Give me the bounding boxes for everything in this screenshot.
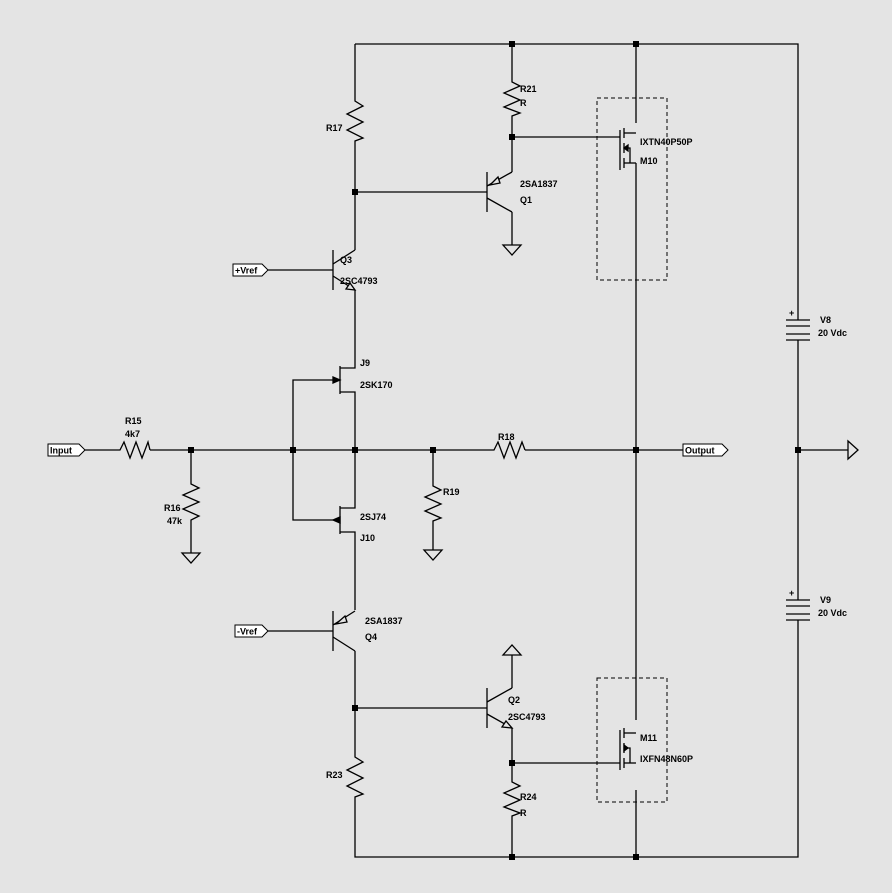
jfet-symbols — [331, 360, 356, 540]
m10-model: IXTN40P50P — [640, 137, 693, 147]
r17-name: R17 — [326, 123, 343, 133]
neg-vref-port-flag[interactable] — [234, 624, 269, 638]
input-port-flag[interactable] — [47, 443, 86, 457]
v8-value: 20 Vdc — [818, 328, 847, 338]
supply-terminal-icon — [501, 644, 523, 656]
q3-symbol — [332, 249, 357, 291]
v8-name: V8 — [820, 315, 831, 325]
m11-symbol — [619, 728, 636, 770]
q4-name: Q4 — [365, 632, 377, 642]
m10-symbol — [619, 128, 636, 170]
q1-symbol — [486, 171, 513, 213]
pos-vref-port-label: +Vref — [235, 266, 258, 276]
q2-model: 2SC4793 — [508, 712, 546, 722]
input-port-label: Input — [50, 446, 72, 456]
q4-symbol — [332, 610, 356, 652]
j10-symbol — [331, 500, 356, 540]
j9-name: J9 — [360, 358, 370, 368]
r15-symbol — [116, 439, 151, 460]
junction-dots — [188, 41, 801, 860]
v9-name: V9 — [820, 595, 831, 605]
neg-vref-port-label: -Vref — [237, 627, 258, 637]
j9-symbol — [332, 360, 356, 400]
v8-symbol: + — [786, 308, 810, 341]
r17-symbol — [345, 96, 365, 146]
r18-symbol — [490, 440, 526, 460]
q1-model: 2SA1837 — [520, 179, 558, 189]
r24-symbol — [502, 778, 522, 818]
q3-model: 2SC4793 — [340, 276, 378, 286]
wires — [85, 43, 848, 858]
q4-model: 2SA1837 — [365, 616, 403, 626]
q2-symbol — [486, 687, 514, 729]
j10-name: J10 — [360, 533, 375, 543]
m11-name: M11 — [640, 733, 657, 743]
r15-name: R15 — [125, 416, 142, 426]
r19-symbol — [423, 482, 443, 522]
r19-name: R19 — [443, 487, 460, 497]
ground-icon — [422, 549, 444, 561]
ground-icon — [180, 552, 202, 564]
r23-symbol — [345, 752, 365, 800]
battery-symbols: + + — [786, 308, 810, 621]
output-port-label: Output — [685, 446, 715, 456]
m11-model: IXFN48N60P — [640, 754, 693, 764]
j9-model: 2SK170 — [360, 380, 393, 390]
ground-symbols — [180, 244, 859, 656]
v9-symbol: + — [786, 588, 810, 621]
ground-icon — [847, 439, 859, 461]
ground-icon — [501, 244, 523, 256]
module-outlines — [596, 97, 668, 803]
r24-name: R24 — [520, 792, 537, 802]
q3-name: Q3 — [340, 255, 352, 265]
r16-symbol — [181, 480, 201, 522]
r18-name: R18 — [498, 432, 515, 442]
output-port-flag[interactable] — [682, 443, 729, 457]
r21-value: R — [520, 98, 527, 108]
mosfet-symbols — [619, 128, 636, 770]
m11-module-box — [596, 677, 668, 803]
port-flags — [47, 263, 729, 638]
r16-name: R16 — [164, 503, 181, 513]
m10-name: M10 — [640, 156, 658, 166]
q2-name: Q2 — [508, 695, 520, 705]
r16-value: 47k — [167, 516, 183, 526]
v9-value: 20 Vdc — [818, 608, 847, 618]
r21-symbol — [502, 78, 522, 118]
r21-name: R21 — [520, 84, 537, 94]
r15-value: 4k7 — [125, 429, 140, 439]
svg-text:+: + — [789, 588, 794, 598]
r23-name: R23 — [326, 770, 343, 780]
bjt-symbols — [332, 171, 514, 729]
resistor-symbols — [116, 78, 526, 818]
svg-text:+: + — [789, 308, 794, 318]
pos-vref-port-flag[interactable] — [232, 263, 269, 277]
m10-module-box — [596, 97, 668, 281]
j10-model: 2SJ74 — [360, 512, 386, 522]
r24-value: R — [520, 808, 527, 818]
q1-name: Q1 — [520, 195, 532, 205]
